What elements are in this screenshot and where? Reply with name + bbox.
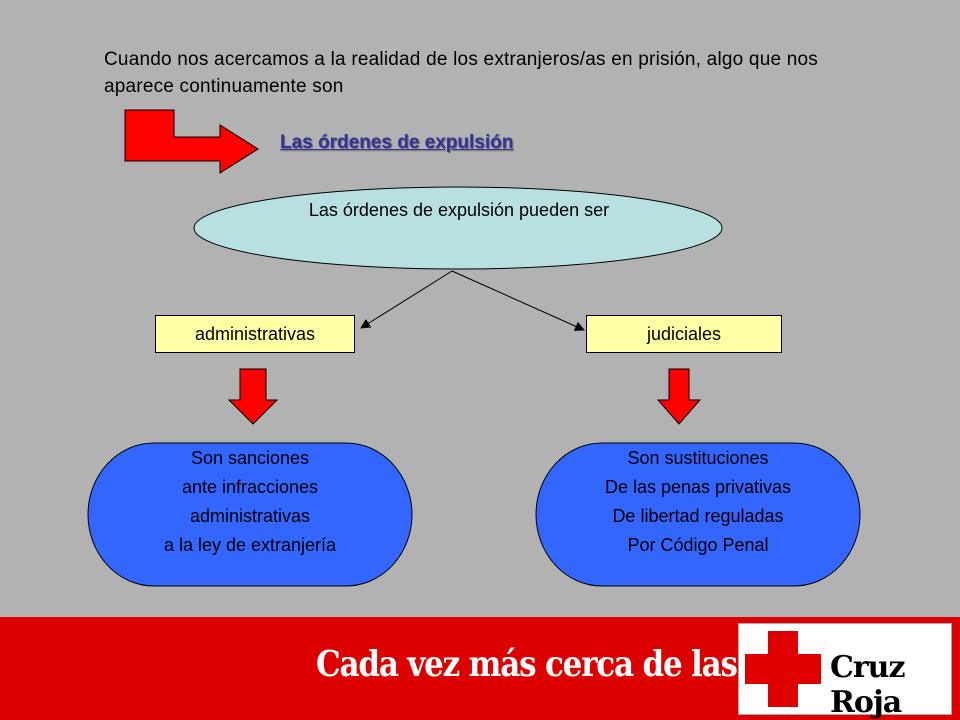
ellipse-label: Las órdenes de expulsión pueden ser xyxy=(308,200,610,220)
blob-right-line: De las penas privativas xyxy=(604,477,792,497)
blob-left-line: a la ley de extranjería xyxy=(163,535,337,555)
diagram-graphics xyxy=(87,109,861,587)
logo-text: Cruz Roja xyxy=(830,650,906,720)
blob-left xyxy=(87,442,413,587)
blob-right-line: De libertad reguladas xyxy=(612,506,784,526)
down-arrow-right-icon xyxy=(656,368,702,425)
bent-arrow-icon xyxy=(124,109,259,174)
subtitle-link: Las órdenes de expulsión xyxy=(280,132,514,153)
connector-right xyxy=(451,270,585,331)
blob-right-line: Son sustituciones xyxy=(627,448,769,468)
blob-right-text: Son sustituciones De las penas privativa… xyxy=(536,444,860,560)
blob-left-line: administrativas xyxy=(189,506,311,526)
central-ellipse xyxy=(193,186,723,270)
intro-text: Cuando nos acercamos a la realidad de lo… xyxy=(104,49,818,97)
box-administrativas: administrativas xyxy=(155,315,355,353)
blob-left-text: Son sanciones ante infracciones administ… xyxy=(88,444,412,560)
blob-left-line: Son sanciones xyxy=(190,448,310,468)
connector-left xyxy=(360,270,453,329)
down-arrow-left-icon xyxy=(227,368,279,425)
blob-right-line: Por Código Penal xyxy=(627,535,769,555)
box-judiciales: judiciales xyxy=(586,315,782,353)
red-cross-icon xyxy=(745,631,821,707)
logo-panel xyxy=(738,623,952,715)
blob-right xyxy=(535,442,861,587)
blob-left-line: ante infracciones xyxy=(181,477,319,497)
